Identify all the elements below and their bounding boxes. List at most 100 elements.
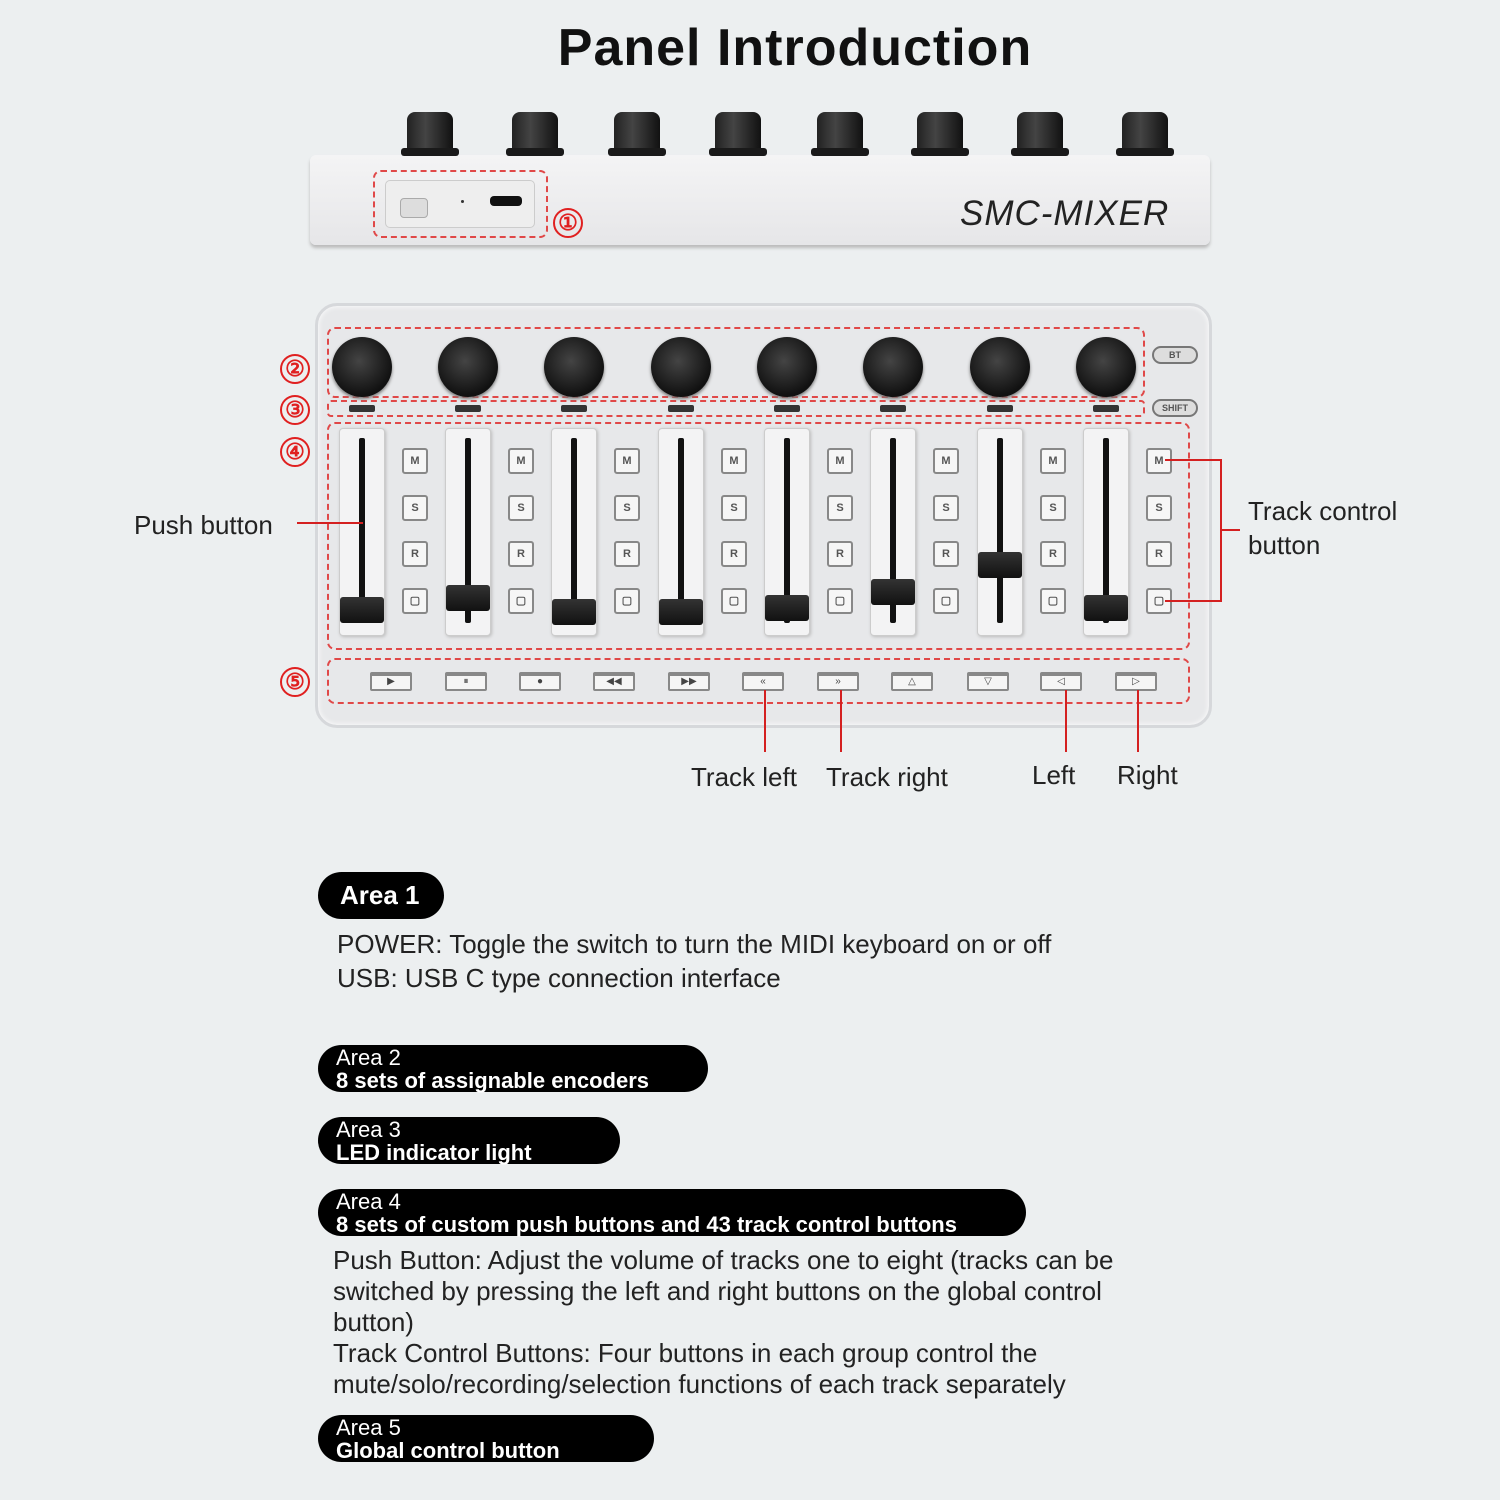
encoder-knob[interactable] bbox=[438, 337, 498, 397]
led-indicator bbox=[455, 405, 481, 412]
track-right-button[interactable]: » bbox=[817, 672, 859, 691]
solo-button[interactable]: S bbox=[508, 495, 534, 521]
push-fader-handle[interactable] bbox=[340, 597, 384, 623]
select-button[interactable]: ▢ bbox=[721, 588, 747, 614]
record-arm-button[interactable]: R bbox=[827, 541, 853, 567]
up-icon: △ bbox=[908, 676, 916, 687]
left-callout: Left bbox=[1032, 760, 1076, 790]
record-arm-button[interactable]: R bbox=[1146, 541, 1172, 567]
led-indicator bbox=[349, 405, 375, 412]
solo-button[interactable]: S bbox=[402, 495, 428, 521]
left-button[interactable]: ◁ bbox=[1040, 672, 1082, 691]
encoder-knob-rear bbox=[1011, 112, 1069, 156]
push-fader-handle[interactable] bbox=[1084, 595, 1128, 621]
down-button[interactable]: ▽ bbox=[967, 672, 1009, 691]
encoder-knob[interactable] bbox=[757, 337, 817, 397]
record-arm-button[interactable]: R bbox=[508, 541, 534, 567]
encoder-knob[interactable] bbox=[544, 337, 604, 397]
mute-button[interactable]: M bbox=[721, 448, 747, 474]
description-line: Track Control Buttons: Four buttons in e… bbox=[333, 1338, 1038, 1368]
area-subtitle: LED indicator light bbox=[336, 1140, 532, 1165]
description-line: Push Button: Adjust the volume of tracks… bbox=[333, 1245, 1114, 1275]
push-fader-handle[interactable] bbox=[765, 595, 809, 621]
callout-line bbox=[297, 522, 363, 524]
area-subtitle: 8 sets of custom push buttons and 43 tra… bbox=[336, 1212, 957, 1237]
push-fader-handle[interactable] bbox=[871, 579, 915, 605]
area-title: Area 4 bbox=[336, 1189, 401, 1214]
push-fader-handle[interactable] bbox=[446, 585, 490, 611]
select-button[interactable]: ▢ bbox=[827, 588, 853, 614]
mute-button[interactable]: M bbox=[402, 448, 428, 474]
encoder-knob[interactable] bbox=[651, 337, 711, 397]
encoder-knob[interactable] bbox=[970, 337, 1030, 397]
encoder-knob[interactable] bbox=[863, 337, 923, 397]
encoder-knob-rear bbox=[1116, 112, 1174, 156]
area-title: Area 5 bbox=[336, 1415, 401, 1440]
solo-button[interactable]: S bbox=[827, 495, 853, 521]
marker-3: ③ bbox=[280, 395, 310, 425]
bt-button[interactable]: BT bbox=[1152, 346, 1198, 364]
play-button[interactable]: ▶ bbox=[370, 672, 412, 691]
fader-track bbox=[890, 438, 896, 623]
shift-button[interactable]: SHIFT bbox=[1152, 399, 1198, 417]
push-fader-handle[interactable] bbox=[659, 599, 703, 625]
fader-track bbox=[359, 438, 365, 623]
callout-line bbox=[1222, 529, 1240, 531]
fader-track bbox=[997, 438, 1003, 623]
area-4-description: Push Button: Adjust the volume of tracks… bbox=[333, 1245, 1113, 1400]
usb-c-port bbox=[490, 196, 522, 206]
rewind-button[interactable]: ◀◀ bbox=[593, 672, 635, 691]
led-indicator bbox=[774, 405, 800, 412]
mute-button[interactable]: M bbox=[1146, 448, 1172, 474]
led-indicator bbox=[1093, 405, 1119, 412]
select-button[interactable]: ▢ bbox=[402, 588, 428, 614]
encoder-knob-rear bbox=[709, 112, 767, 156]
push-fader-handle[interactable] bbox=[552, 599, 596, 625]
record-arm-button[interactable]: R bbox=[721, 541, 747, 567]
record-arm-button[interactable]: R bbox=[1040, 541, 1066, 567]
marker-5: ⑤ bbox=[280, 667, 310, 697]
solo-button[interactable]: S bbox=[614, 495, 640, 521]
push-fader-handle[interactable] bbox=[978, 552, 1022, 578]
encoder-knob[interactable] bbox=[332, 337, 392, 397]
area-title: Area 3 bbox=[336, 1117, 401, 1142]
up-button[interactable]: △ bbox=[891, 672, 933, 691]
mute-button[interactable]: M bbox=[508, 448, 534, 474]
track-left-callout: Track left bbox=[691, 762, 797, 792]
mute-button[interactable]: M bbox=[827, 448, 853, 474]
marker-2: ② bbox=[280, 354, 310, 384]
area-1-description: POWER: Toggle the switch to turn the MID… bbox=[337, 929, 1051, 994]
track-control-callout-line1: Track control bbox=[1248, 496, 1398, 526]
record-arm-button[interactable]: R bbox=[402, 541, 428, 567]
encoder-knob-rear bbox=[608, 112, 666, 156]
record-button[interactable]: ● bbox=[519, 672, 561, 691]
solo-button[interactable]: S bbox=[721, 495, 747, 521]
encoder-knob-rear bbox=[911, 112, 969, 156]
select-button[interactable]: ▢ bbox=[614, 588, 640, 614]
select-button[interactable]: ▢ bbox=[933, 588, 959, 614]
fast-forward-button[interactable]: ▶▶ bbox=[668, 672, 710, 691]
description-line: POWER: Toggle the switch to turn the MID… bbox=[337, 929, 1052, 959]
pause-button[interactable]: ⏸ bbox=[445, 672, 487, 691]
track-left-button[interactable]: « bbox=[742, 672, 784, 691]
record-arm-button[interactable]: R bbox=[933, 541, 959, 567]
led-indicator bbox=[880, 405, 906, 412]
mute-button[interactable]: M bbox=[1040, 448, 1066, 474]
right-button[interactable]: ▷ bbox=[1115, 672, 1157, 691]
solo-button[interactable]: S bbox=[1040, 495, 1066, 521]
mute-button[interactable]: M bbox=[614, 448, 640, 474]
led-indicator bbox=[561, 405, 587, 412]
solo-button[interactable]: S bbox=[933, 495, 959, 521]
record-arm-button[interactable]: R bbox=[614, 541, 640, 567]
led-indicator bbox=[987, 405, 1013, 412]
right-callout: Right bbox=[1117, 760, 1178, 790]
push-button-callout: Push button bbox=[134, 510, 273, 540]
area-subtitle: Global control button bbox=[336, 1438, 560, 1463]
select-button[interactable]: ▢ bbox=[1040, 588, 1066, 614]
solo-button[interactable]: S bbox=[1146, 495, 1172, 521]
area-5-highlight bbox=[327, 658, 1190, 704]
mute-button[interactable]: M bbox=[933, 448, 959, 474]
encoder-knob[interactable] bbox=[1076, 337, 1136, 397]
area-title: Area 1 bbox=[340, 880, 420, 910]
select-button[interactable]: ▢ bbox=[508, 588, 534, 614]
